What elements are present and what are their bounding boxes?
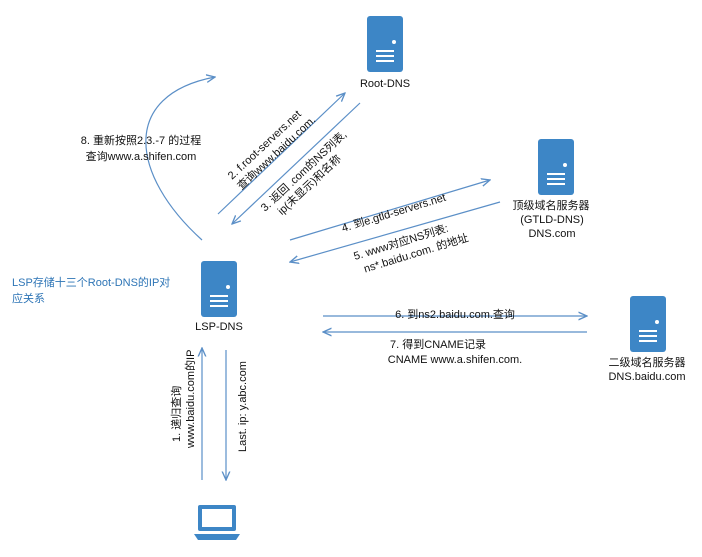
tld-dns-label-domain: DNS.com: [528, 228, 575, 240]
lsp-dns-server-icon: [201, 261, 237, 317]
arrow-step-4: [289, 180, 490, 241]
step-1-line-1: 1. 递归查询: [169, 386, 183, 442]
arrow-step-2: [217, 93, 345, 215]
lsp-note-line-1: LSP存储十三个Root-DNS的IP对: [12, 275, 170, 289]
step-1-line-2: www.baidu.com的IP: [183, 350, 197, 449]
step-7-line-2: CNAME www.a.shifen.com.: [388, 354, 522, 366]
step-last-label: Last. ip: y.abc.com: [237, 361, 249, 452]
root-dns-server-icon: [367, 16, 403, 72]
step-last-text: Last. ip: y.abc.com: [237, 361, 249, 452]
lsp-dns-label: LSP-DNS: [195, 321, 243, 333]
step-7-line-1: 7. 得到CNAME记录: [390, 338, 486, 351]
arrow-step-3: [232, 102, 361, 224]
laptop-icon: [194, 505, 240, 540]
second-level-dns-label-name: 二级域名服务器: [609, 355, 686, 369]
second-level-dns-server-icon: [630, 296, 666, 352]
step-6-text: 6. 到ns2.baidu.com.查询: [395, 307, 515, 321]
tld-dns-server-icon: [538, 139, 574, 195]
root-dns-label: Root-DNS: [360, 78, 410, 90]
arrow-step-5: [290, 201, 501, 262]
step-8-line-1: 8. 重新按照2.3.-7 的过程: [81, 133, 201, 147]
tld-dns-label-type: (GTLD-DNS): [520, 214, 584, 226]
step-8-line-2: 查询www.a.shifen.com: [86, 149, 197, 163]
lsp-note-line-2: 应关系: [12, 291, 45, 305]
tld-dns-label-name: 顶级域名服务器: [513, 198, 590, 212]
step-1-label: 1. 递归查询 www.baidu.com的IP: [169, 350, 197, 449]
arrow-step-8: [145, 77, 215, 241]
second-level-dns-label-domain: DNS.baidu.com: [608, 371, 685, 383]
